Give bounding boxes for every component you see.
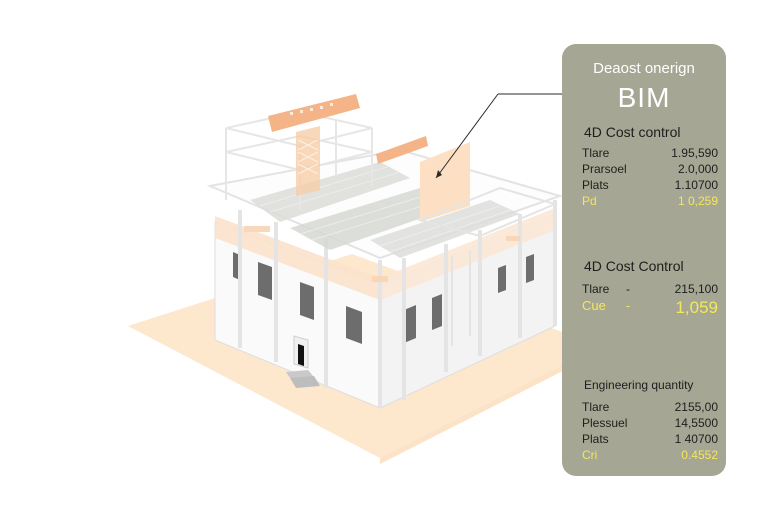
roof-sign	[268, 94, 360, 132]
row-label: Cri	[582, 448, 598, 462]
data-row: Tlare - 215,100	[582, 282, 718, 296]
row-value: 2155,00	[674, 400, 718, 414]
row-value: 215,100	[674, 282, 718, 296]
row-separator: -	[626, 298, 631, 313]
windows-right	[404, 254, 534, 343]
row-value: 1.10700	[674, 178, 718, 192]
callout-pointer	[435, 93, 562, 179]
lattice-column	[296, 126, 320, 196]
panel-headline: Deaost onerign	[593, 60, 695, 77]
roof-panel-3	[370, 200, 520, 258]
data-row: Plessuel 14,5500	[582, 416, 718, 430]
data-row: Tlare 2155,00	[582, 400, 718, 414]
row-separator: -	[626, 282, 630, 296]
roof-panel-1	[250, 162, 410, 222]
row-value: 1,059	[675, 298, 718, 317]
data-row: Prarsoel 2.0,000	[582, 162, 718, 176]
section-title-4d-cost-control: 4D Cost Control	[584, 258, 684, 274]
columns	[238, 200, 557, 408]
data-row-highlight: Cue - 1,059	[582, 298, 718, 318]
section-title-4d-cost: 4D Cost control	[584, 124, 681, 140]
data-row: Plats 1 40700	[582, 432, 718, 446]
row-value: 1.95,590	[671, 146, 718, 160]
data-row-highlight: Pd 1 0,259	[582, 194, 718, 208]
bim-info-panel: Deaost onerign BIM 4D Cost control Tlare…	[562, 44, 726, 476]
row-label: Tlare	[582, 146, 610, 160]
row-label: Cue	[582, 298, 606, 313]
section-title-engineering-quantity: Engineering quantity	[584, 378, 694, 392]
row-label: Plats	[582, 178, 609, 192]
row-value: 14,5500	[674, 416, 718, 430]
data-row: Tlare 1.95,590	[582, 146, 718, 160]
row-label: Plats	[582, 432, 609, 446]
row-value: 1 40700	[674, 432, 718, 446]
row-label: Pd	[582, 194, 597, 208]
row-label: Tlare	[582, 282, 610, 296]
row-label: Tlare	[582, 400, 610, 414]
row-value: 0.4552	[681, 448, 718, 462]
row-value: 1 0,259	[677, 194, 718, 208]
data-row-highlight: Cri 0.4552	[582, 448, 718, 462]
orange-beam	[376, 136, 428, 164]
data-row: Plats 1.10700	[582, 178, 718, 192]
windows-left	[233, 252, 362, 344]
panel-title: BIM	[617, 82, 671, 113]
row-label: Plessuel	[582, 416, 628, 430]
callout-panel	[420, 142, 470, 222]
row-value: 2.0,000	[677, 162, 718, 176]
row-label: Prarsoel	[582, 162, 627, 176]
